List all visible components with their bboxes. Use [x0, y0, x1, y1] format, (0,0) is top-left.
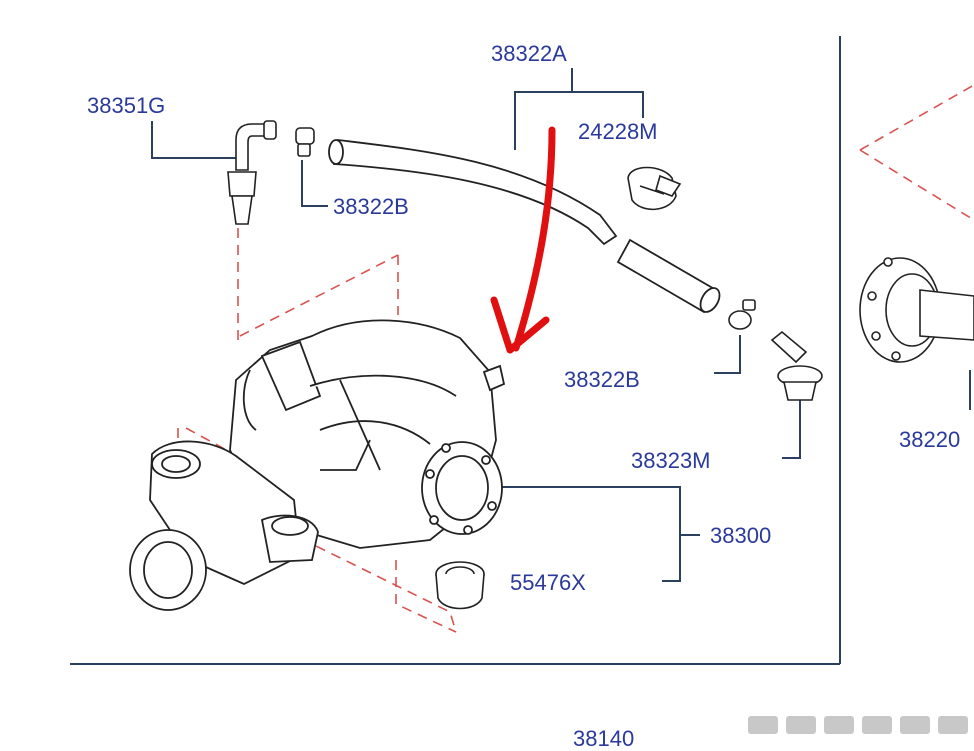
- mount-bushing-part: [435, 561, 485, 610]
- label-breather-elbow: 38351G: [87, 93, 166, 118]
- label-clip-upper: 24228M: [578, 119, 658, 144]
- label-final-drive-assembly: 38300: [710, 523, 772, 548]
- side-shaft-part: [859, 257, 974, 363]
- clip-upper-part: [627, 166, 682, 211]
- final-drive-housing-part: [129, 319, 506, 611]
- label-mount-bushing: 55476X: [510, 570, 586, 595]
- label-bottom-part: 38140: [573, 726, 635, 751]
- label-breather-connector: 38323M: [631, 448, 711, 473]
- label-side-shaft: 38220: [899, 427, 961, 452]
- label-clamp-right: 38322B: [564, 367, 640, 392]
- watermark-strip: [748, 716, 968, 734]
- clamp-right-part: [728, 299, 756, 330]
- breather-connector-part: [770, 330, 823, 401]
- red-arrow-icon: [490, 126, 556, 354]
- label-clamp-left: 38322B: [333, 194, 409, 219]
- leader-lines: [151, 68, 971, 582]
- label-hose-assembly: 38322A: [491, 41, 567, 66]
- clamp-left-part: [295, 127, 315, 157]
- breather-elbow-part: [227, 120, 277, 225]
- hose-upper-part: [328, 139, 618, 246]
- hose-lower-part: [616, 238, 721, 314]
